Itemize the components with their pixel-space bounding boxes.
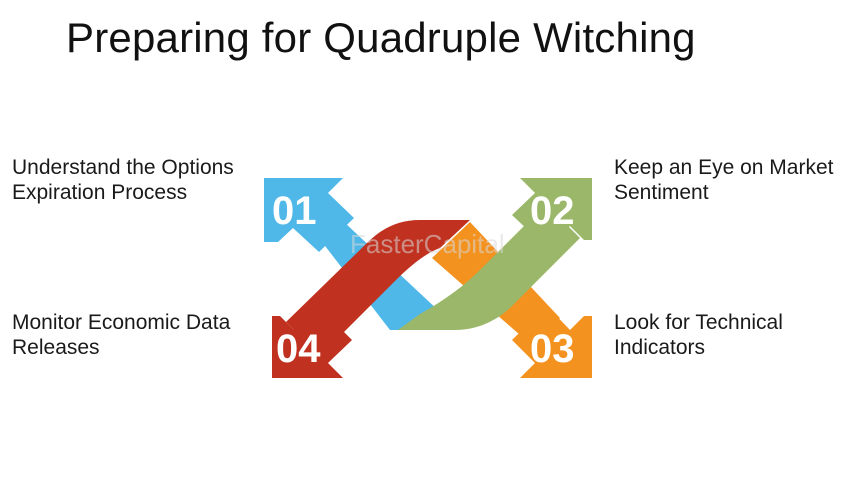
arrow-03-head: [512, 306, 592, 378]
arrow-04-head: [272, 306, 352, 378]
watermark-text: FasterCapital: [350, 229, 505, 259]
step-03-label: Look for Technical Indicators: [614, 311, 783, 359]
step-03-number: 03: [530, 327, 575, 371]
step-04-label: Monitor Economic Data Releases: [12, 311, 231, 359]
step-02-number: 02: [530, 189, 575, 233]
step-04-number: 04: [276, 327, 321, 371]
page-title: Preparing for Quadruple Witching: [66, 14, 696, 61]
arrow-01-head: [264, 178, 354, 252]
step-01-number: 01: [272, 189, 317, 233]
arrow-02-head: [512, 178, 592, 248]
step-02-label: Keep an Eye on Market Sentiment: [614, 156, 834, 204]
step-01-label: Understand the Options Expiration Proces…: [12, 156, 234, 204]
